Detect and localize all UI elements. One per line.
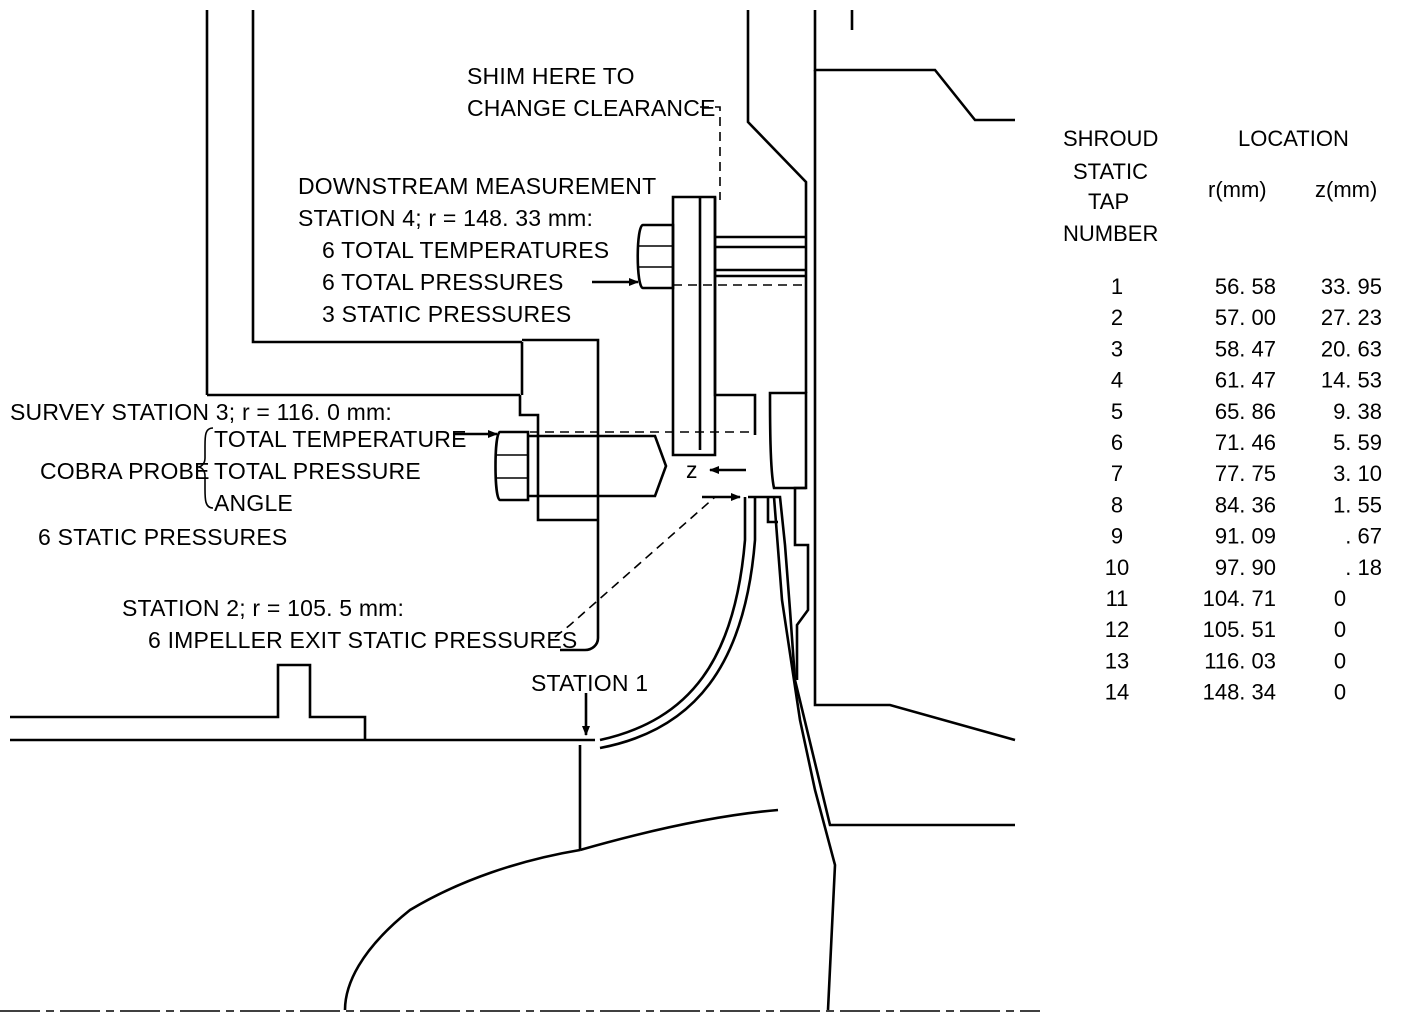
z-value-cell: 3. 10 [1333, 461, 1382, 486]
inlet-housing [205, 10, 524, 397]
shim-label-line1: SHIM HERE TO [467, 63, 635, 89]
total-temperature-label: TOTAL TEMPERATURE [214, 426, 467, 452]
station2-leader [554, 496, 716, 638]
probe-flange [518, 338, 600, 652]
shim-label-line2: CHANGE CLEARANCE [467, 95, 716, 121]
downstream-label-line4: 6 TOTAL PRESSURES [322, 269, 564, 295]
table-rows: 1 56. 58 33. 95 2 57. 00 27. 23 3 58. 47 20. 63 4… [1105, 274, 1382, 705]
cobra-probe-label: COBRA PROBE [40, 458, 210, 484]
station2-label-line1: STATION 2; r = 105. 5 mm: [122, 595, 404, 621]
r-value-cell: 65. 86 [1215, 399, 1276, 424]
r-value-cell: 91. 09 [1215, 524, 1276, 549]
table-header-tap: TAP [1088, 189, 1129, 214]
tap-number-cell: 13 [1105, 648, 1129, 673]
tap-number-cell: 4 [1111, 368, 1123, 393]
angle-label: ANGLE [214, 490, 293, 516]
shim-leader [700, 106, 721, 200]
tap-number-cell: 12 [1105, 617, 1129, 642]
table-header-shroud: SHROUD [1063, 126, 1158, 151]
z-value-cell: 20. 63 [1321, 336, 1382, 361]
r-value-cell: 105. 51 [1203, 617, 1276, 642]
downstream-label-line5: 3 STATIC PRESSURES [322, 301, 571, 327]
tap-number-cell: 5 [1111, 399, 1123, 424]
z-value-cell: 27. 23 [1321, 305, 1382, 330]
r-value-cell: 84. 36 [1215, 492, 1276, 517]
impeller [10, 495, 1015, 1011]
r-value-cell: 104. 71 [1203, 586, 1276, 611]
static-pressures-label: 6 STATIC PRESSURES [38, 524, 287, 550]
table-header-z: z(mm) [1315, 177, 1377, 202]
tap-number-cell: 14 [1105, 680, 1129, 705]
r-value-cell: 148. 34 [1203, 680, 1276, 705]
cobra-probe-body [494, 430, 668, 502]
r-value-cell: 56. 58 [1215, 274, 1276, 299]
cobra-probe-brace [197, 427, 214, 509]
downstream-label-line1: DOWNSTREAM MEASUREMENT [298, 173, 656, 199]
z-value-cell: 0 [1334, 648, 1346, 673]
table-header-number: NUMBER [1063, 221, 1158, 246]
r-value-cell: 97. 90 [1215, 555, 1276, 580]
station1-label: STATION 1 [531, 670, 648, 696]
shroud-static-tap-table: SHROUD STATIC TAP NUMBER LOCATION r(mm) … [1063, 126, 1382, 705]
table-header-r: r(mm) [1208, 177, 1267, 202]
z-value-cell: 0 [1334, 617, 1346, 642]
z-value-cell: 0 [1334, 586, 1346, 611]
downstream-label-line2: STATION 4; r = 148. 33 mm: [298, 205, 593, 231]
z-value-cell: 33. 95 [1321, 274, 1382, 299]
table-header-static: STATIC [1073, 159, 1148, 184]
z-value-cell: 9. 38 [1333, 399, 1382, 424]
z-value-cell: 1. 55 [1333, 492, 1382, 517]
z-axis-label: z [686, 457, 698, 483]
station2-label-line2: 6 IMPELLER EXIT STATIC PRESSURES [148, 627, 577, 653]
r-value-cell: 77. 75 [1215, 461, 1276, 486]
tap-number-cell: 6 [1111, 430, 1123, 455]
tap-number-cell: 10 [1105, 555, 1129, 580]
r-value-cell: 57. 00 [1215, 305, 1276, 330]
r-value-cell: 61. 47 [1215, 368, 1276, 393]
tap-number-cell: 9 [1111, 524, 1123, 549]
z-value-cell: 5. 59 [1333, 430, 1382, 455]
total-pressure-label: TOTAL PRESSURE [214, 458, 421, 484]
z-value-cell: . 67 [1345, 524, 1382, 549]
z-value-cell: 0 [1334, 680, 1346, 705]
z-value-cell: 14. 53 [1321, 368, 1382, 393]
tap-number-cell: 3 [1111, 336, 1123, 361]
tap-number-cell: 11 [1106, 586, 1129, 611]
z-value-cell: . 18 [1345, 555, 1382, 580]
tap-number-cell: 8 [1111, 492, 1123, 517]
shroud-casing [746, 10, 1016, 742]
r-value-cell: 58. 47 [1215, 336, 1276, 361]
r-value-cell: 116. 03 [1204, 648, 1276, 673]
survey-station-label: SURVEY STATION 3; r = 116. 0 mm: [10, 399, 392, 425]
tap-number-cell: 2 [1111, 305, 1123, 330]
table-header-location: LOCATION [1238, 126, 1349, 151]
downstream-label-line3: 6 TOTAL TEMPERATURES [322, 237, 609, 263]
station4-flange [636, 195, 806, 457]
tap-number-cell: 1 [1111, 274, 1123, 299]
r-value-cell: 71. 46 [1215, 430, 1276, 455]
tap-number-cell: 7 [1111, 461, 1123, 486]
